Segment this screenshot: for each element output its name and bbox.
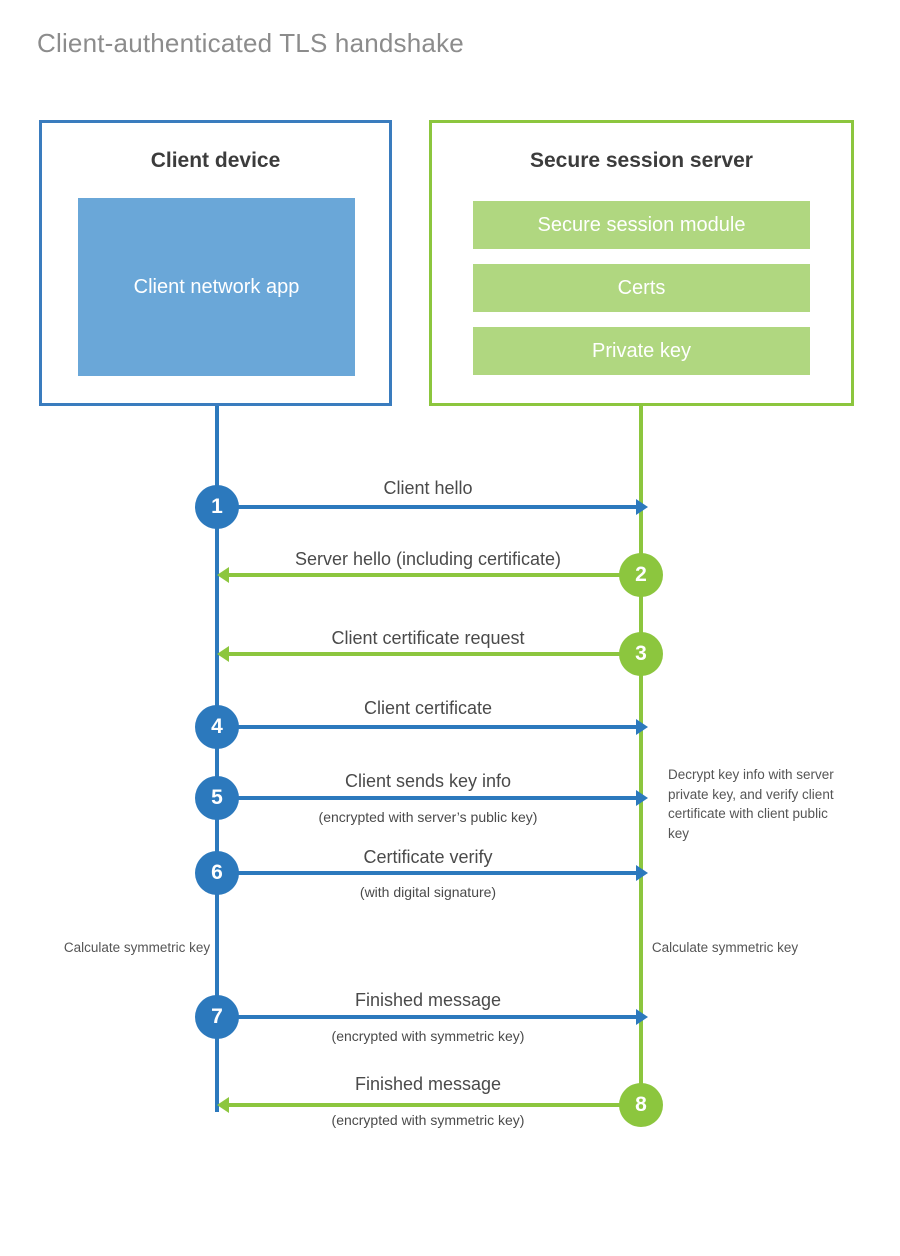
step-6-arrow: [217, 865, 648, 881]
step-6-label: Certificate verify: [363, 847, 493, 867]
step-3-arrow: [217, 646, 641, 662]
step-7-arrow: [217, 1009, 648, 1025]
step-8-badge[interactable]: 8: [619, 1083, 663, 1127]
arrowhead-left-icon: [217, 567, 229, 583]
page-title: Client-authenticated TLS handshake: [37, 28, 464, 58]
step-5-label: Client sends key info: [344, 771, 512, 791]
step-4-label: Client certificate: [363, 698, 493, 718]
step-8-sublabel: (encrypted with symmetric key): [331, 1112, 525, 1128]
arrowhead-right-icon: [636, 499, 648, 515]
arrowhead-left-icon: [217, 1097, 229, 1113]
server-module-private-key: Private key: [473, 327, 810, 375]
client-lifeline: [215, 406, 219, 1112]
step-4-arrow: [217, 719, 648, 735]
arrowhead-left-icon: [217, 646, 229, 662]
client-calculate-symmetric-key-note: Calculate symmetric key: [63, 940, 211, 955]
step-1-label: Client hello: [383, 478, 473, 498]
step-6-sublabel: (with digital signature): [359, 884, 497, 900]
step-8-label: Finished message: [354, 1074, 502, 1094]
step-1-badge[interactable]: 1: [195, 485, 239, 529]
step-7-badge[interactable]: 7: [195, 995, 239, 1039]
step-3-badge[interactable]: 3: [619, 632, 663, 676]
step-1-arrow: [217, 499, 648, 515]
arrowhead-right-icon: [636, 1009, 648, 1025]
step-6-badge[interactable]: 6: [195, 851, 239, 895]
client-device-title: Client device: [150, 149, 281, 172]
server-decrypt-note: Decrypt key info with server private key…: [668, 767, 834, 842]
step-5-arrow: [217, 790, 648, 806]
server-lifeline: [639, 406, 643, 1106]
step-7-label: Finished message: [354, 990, 502, 1010]
arrowhead-right-icon: [636, 719, 648, 735]
step-8-arrow: [217, 1097, 641, 1113]
step-5-sublabel: (encrypted with server’s public key): [318, 809, 538, 825]
step-3-label: Client certificate request: [331, 628, 525, 648]
client-device-box: Client device Client network app: [39, 120, 392, 406]
client-network-app-block: Client network app: [78, 198, 355, 376]
step-7-sublabel: (encrypted with symmetric key): [331, 1028, 525, 1044]
step-2-arrow: [217, 567, 641, 583]
server-module-secure-session-module: Secure session module: [473, 201, 810, 249]
secure-session-server-box: Secure session server Secure session mod…: [429, 120, 854, 406]
arrowhead-right-icon: [636, 865, 648, 881]
server-module-certs: Certs: [473, 264, 810, 312]
step-2-label: Server hello (including certificate): [294, 549, 562, 569]
step-5-badge[interactable]: 5: [195, 776, 239, 820]
arrowhead-right-icon: [636, 790, 648, 806]
step-4-badge[interactable]: 4: [195, 705, 239, 749]
step-2-badge[interactable]: 2: [619, 553, 663, 597]
server-calculate-symmetric-key-note: Calculate symmetric key: [651, 940, 799, 955]
secure-session-server-title: Secure session server: [530, 149, 753, 172]
